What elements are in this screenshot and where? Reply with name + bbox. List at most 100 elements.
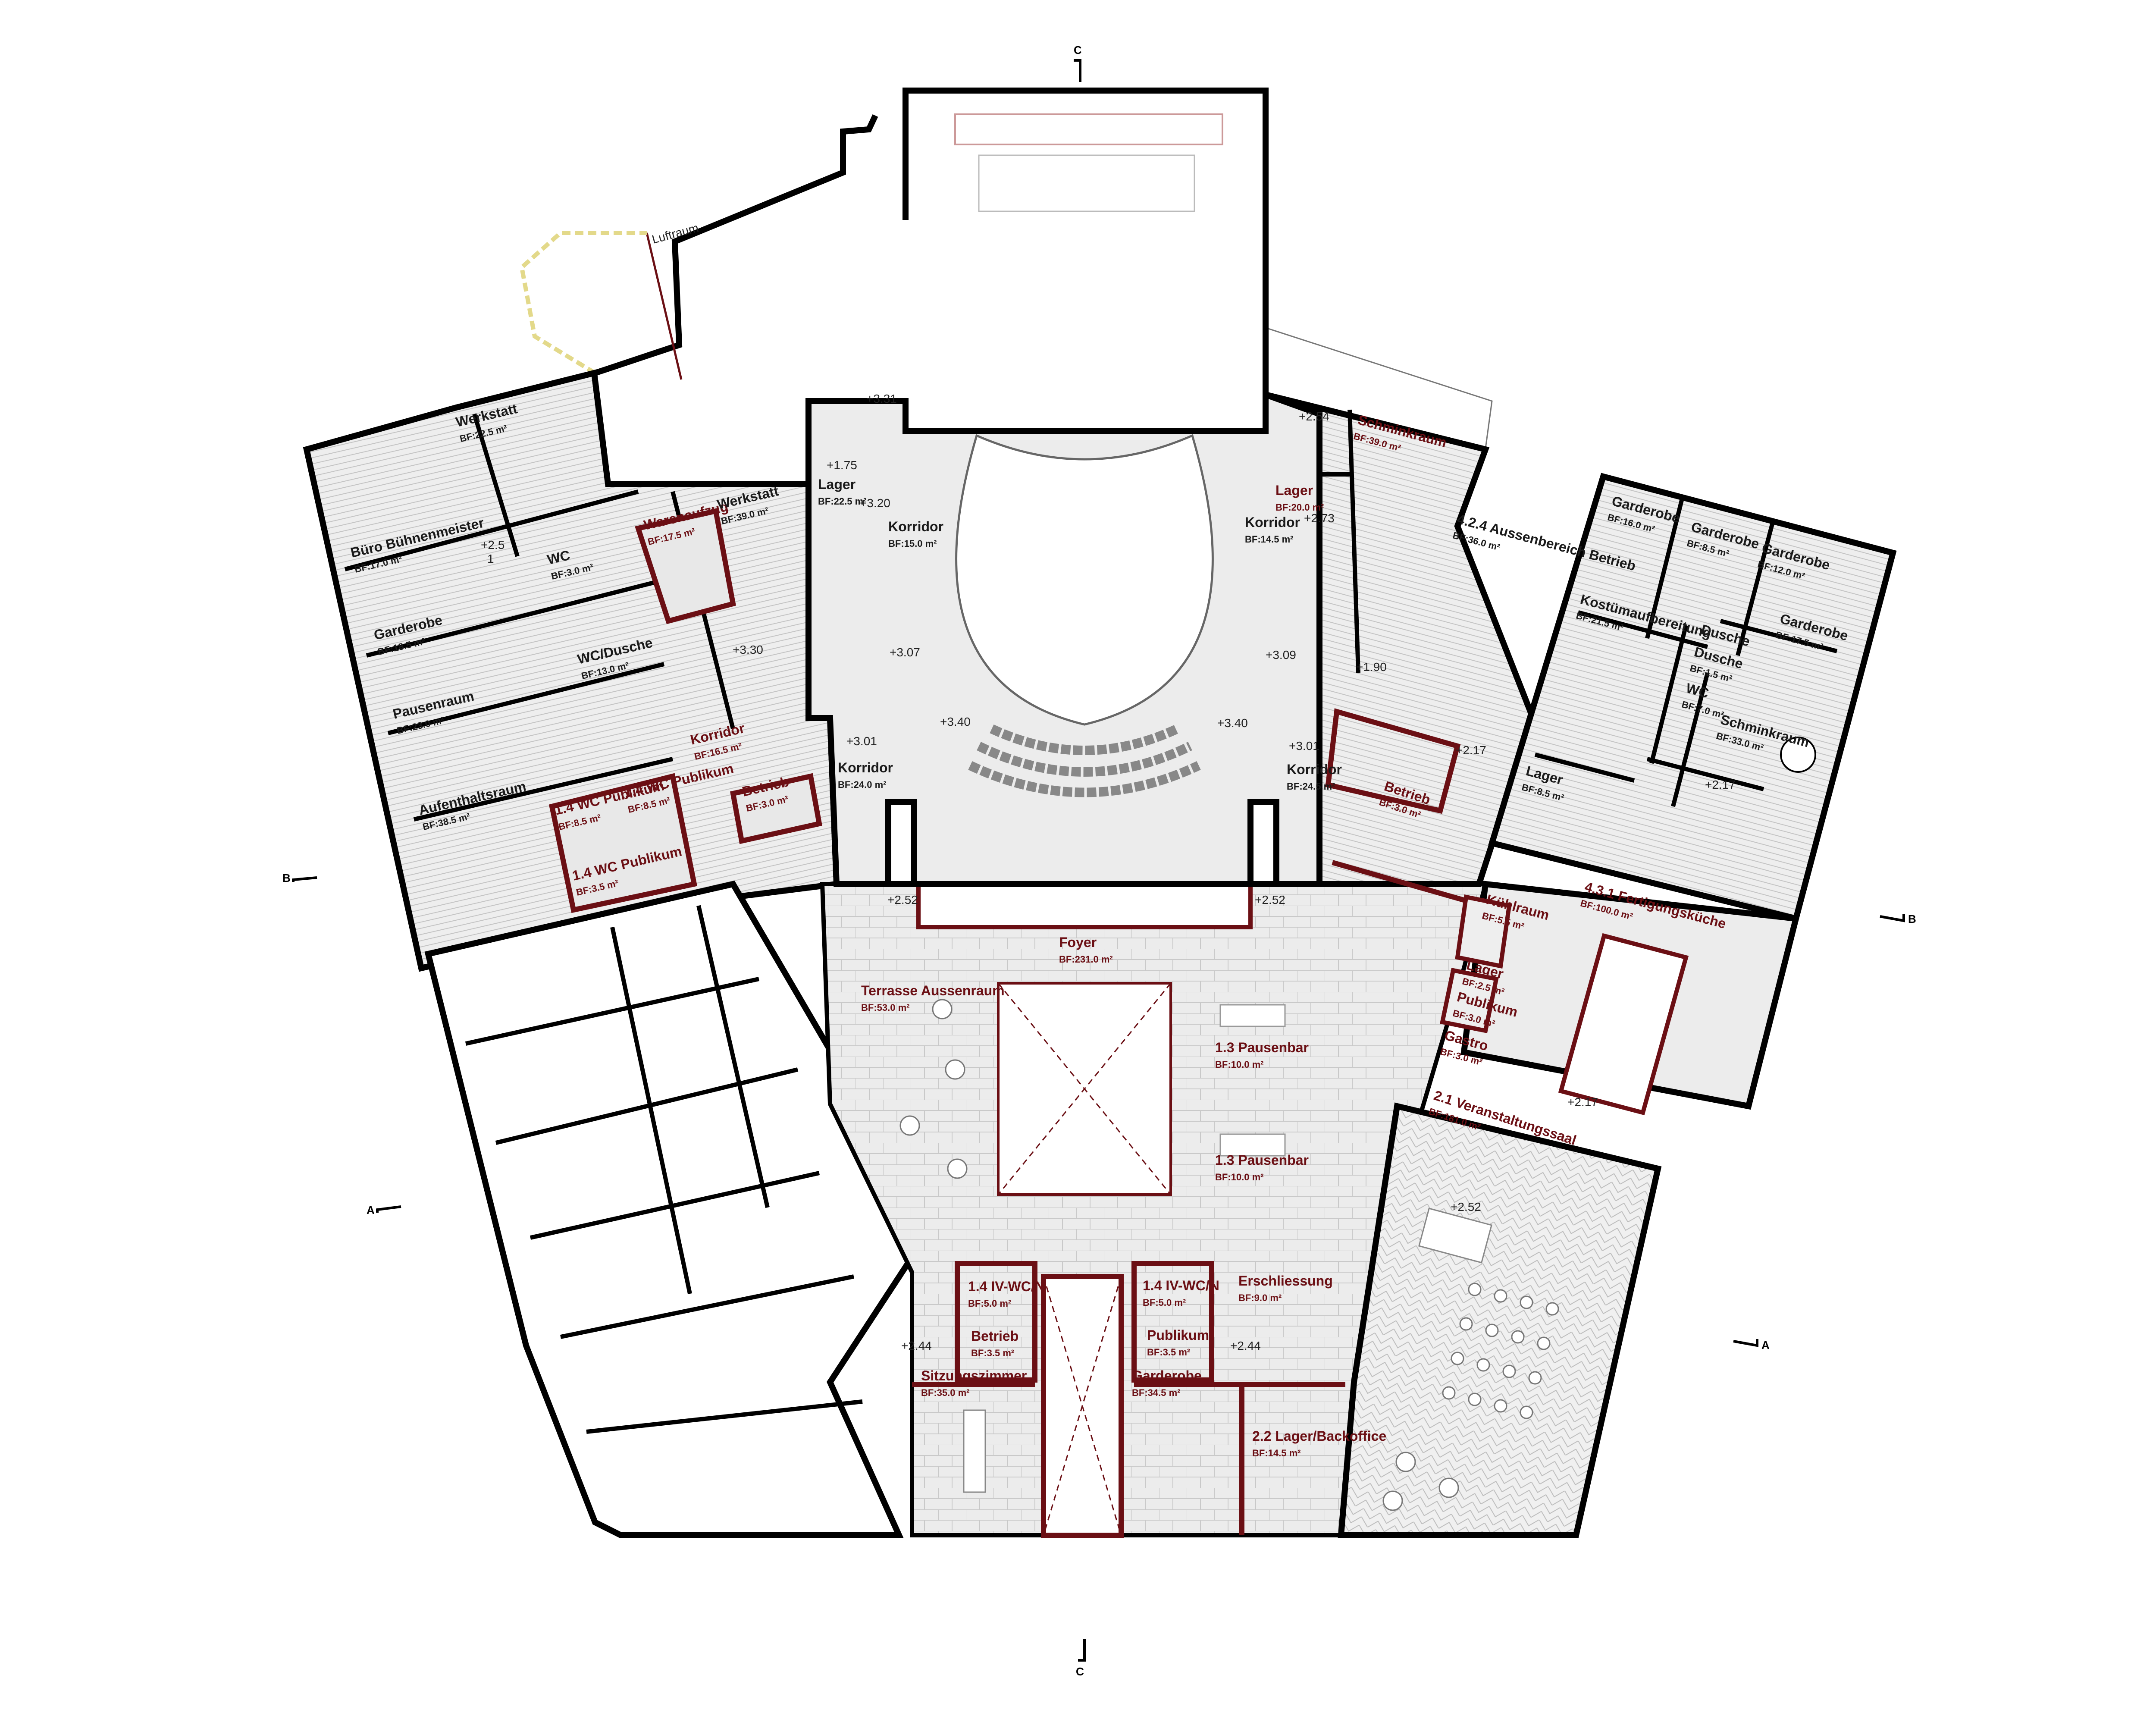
room-label: 1.4 IV-WC/N BF:5.0 m²: [968, 1279, 1045, 1309]
foyer-new-walls: [912, 1261, 1345, 1535]
room-area: BF:24.5 m²: [1287, 781, 1335, 792]
room-area: BF:14.5 m²: [1252, 1448, 1300, 1458]
room-area: BF:231.0 m²: [1059, 954, 1113, 965]
room-name: 1.4 IV-WC/N: [968, 1279, 1045, 1294]
room-label: 1.4 IV-WC/N BF:5.0 m²: [1143, 1278, 1219, 1308]
auditorium: [955, 434, 1214, 726]
room-name: Sitzungszimmer: [921, 1368, 1027, 1383]
pausenbar-counter: [1219, 1004, 1286, 1027]
room-area: BF:14.5 m²: [1245, 534, 1293, 545]
level-marker: +2.17: [1705, 778, 1736, 791]
event-hall: [1338, 1102, 1662, 1538]
svg-text:C: C: [1076, 1665, 1084, 1678]
level-marker: +3.01: [846, 734, 877, 748]
seating-rows: [968, 724, 1201, 797]
event-hall-seating: [1382, 1283, 1559, 1511]
level-marker: +1.90: [1356, 660, 1387, 674]
level-marker: +2.52: [1255, 893, 1285, 906]
stage-rigging: [978, 154, 1195, 212]
level-marker: +3.20: [860, 496, 890, 510]
level-marker: +3.01: [1289, 739, 1319, 753]
level-labels: +2.51+3.30+3.31+1.75+3.20+3.07+3.40+3.01…: [481, 392, 1736, 1352]
foyer-stair: [916, 882, 1253, 929]
svg-text:B: B: [282, 872, 291, 884]
event-hall-bar: [1418, 1208, 1492, 1264]
level-marker: +2.17: [1456, 743, 1486, 757]
section-marker-c-top: C: [1074, 44, 1082, 82]
kitchen-island: [1558, 933, 1689, 1116]
section-marker-c-bottom: C: [1076, 1639, 1086, 1678]
section-marker-a-left: A: [367, 1204, 401, 1217]
room-name: Erschliessung: [1238, 1273, 1333, 1289]
room-name: 2.2 Lager/Backoffice: [1252, 1428, 1386, 1444]
level-marker: +3.30: [733, 643, 763, 656]
room-area: BF:15.0 m²: [888, 538, 937, 549]
room-name: Betrieb: [971, 1328, 1018, 1344]
room-area: BF:3.5 m²: [971, 1348, 1014, 1358]
level-marker: +2.5: [481, 538, 505, 552]
room-name: Terrasse Aussenraum: [861, 983, 1005, 998]
room-name: Lager: [818, 477, 856, 492]
level-marker: +2.54: [1299, 410, 1329, 423]
room-name: 1.3 Pausenbar: [1215, 1152, 1309, 1168]
room-area: BF:10.0 m²: [1215, 1059, 1263, 1070]
level-marker: +2.52: [1451, 1200, 1481, 1214]
svg-text:B: B: [1908, 913, 1916, 925]
level-marker: 1: [487, 552, 494, 565]
room-area: BF:3.5 m²: [1147, 1347, 1190, 1358]
room-name: Lager: [1275, 483, 1313, 498]
level-marker: +3.31: [866, 392, 897, 405]
section-marker-b-right: B: [1880, 913, 1916, 925]
stage-tower: [903, 88, 1269, 459]
room-area: BF:9.0 m²: [1238, 1292, 1282, 1303]
room-name: Korridor: [888, 519, 943, 534]
room-area: BF:5.0 m²: [968, 1298, 1011, 1309]
meeting-table: [963, 1409, 986, 1493]
level-marker: +2.44: [901, 1339, 932, 1352]
room-name: Publikum: [1147, 1327, 1209, 1343]
svg-text:A: A: [367, 1204, 375, 1217]
section-marker-b-left: B: [282, 872, 317, 884]
room-area: BF:35.0 m²: [921, 1387, 969, 1398]
level-marker: +2.17: [1567, 1095, 1598, 1109]
pausenbar-counter: [1219, 1133, 1286, 1157]
level-marker: +3.09: [1266, 648, 1296, 662]
room-area: BF:20.0 m²: [1275, 502, 1324, 513]
left-wing-new-walls: [548, 508, 822, 913]
room-name: 1.3 Pausenbar: [1215, 1040, 1309, 1055]
level-marker: +2.52: [887, 893, 918, 906]
room-area: BF:5.0 m²: [1143, 1297, 1186, 1308]
site-lines: [519, 114, 1493, 449]
svg-text:C: C: [1074, 44, 1082, 56]
spiral-stair: [1780, 737, 1816, 773]
room-name: Korridor: [1287, 762, 1342, 777]
room-name: Korridor: [838, 760, 893, 775]
right-wing-new-walls: [1325, 708, 1484, 908]
level-marker: +3.07: [890, 646, 920, 659]
room-name: Korridor: [1245, 514, 1300, 530]
room-name: 1.4 IV-WC/N: [1143, 1278, 1219, 1293]
section-marker-a-right: A: [1733, 1339, 1770, 1352]
room-area: BF:34.5 m²: [1132, 1387, 1180, 1398]
svg-text:A: A: [1761, 1339, 1770, 1352]
level-marker: +2.73: [1304, 511, 1335, 525]
room-area: BF:22.5 m²: [818, 496, 866, 507]
level-marker: +1.75: [827, 458, 857, 472]
level-marker: +2.44: [1230, 1339, 1261, 1352]
